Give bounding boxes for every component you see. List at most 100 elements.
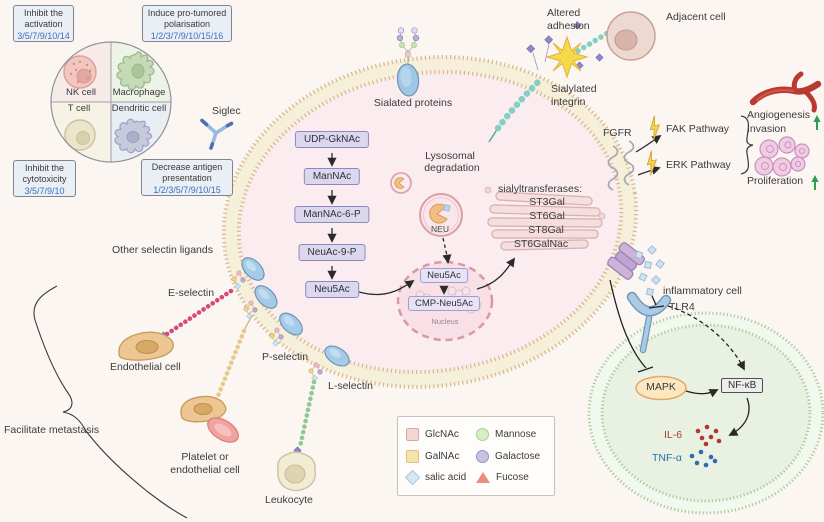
label-neu: NEU [431,224,449,234]
label-dendritic-cell: Dendritic cell [111,103,167,114]
l-selectin-chain [293,379,317,455]
label-sialyltransferases: sialyltransferases: [497,183,583,195]
legend-label: GlcNAc [425,429,459,441]
label-lysosomal: Lysosomal [425,150,475,162]
inflammation-arrows [609,279,750,436]
legend-label: GalNAc [425,450,460,462]
il6-dots [695,424,722,447]
label-leukocyte: Leukocyte [265,494,313,506]
label-proliferation: Proliferation [747,175,804,187]
up-arrow-icon [810,174,820,191]
label-st6gal: ST6Gal [529,210,565,222]
pathway-arrows [327,153,516,296]
box-decrease-antigen: Decrease antigen presentation 1/2/3/5/7/… [141,159,233,196]
glcnac-swatch-icon [406,428,419,442]
label-angiogenesis: Angiogenesis [747,109,811,121]
label-nk-cell: NK cell [65,87,97,98]
t-cell-icon [64,119,96,151]
legend-label: Galactose [495,450,541,462]
facilitate-metastasis-brace [33,285,188,519]
legend-item-galactose: Galactose [476,449,546,463]
legend-item-galnac: GalNAc [406,449,476,463]
label-adjacent-cell: Adjacent cell [666,11,726,23]
nk-cell-icon [63,55,97,89]
box-line: cytotoxicity [22,174,67,185]
label-e-selectin: E-selectin [168,287,215,299]
up-arrow-icon [812,114,822,131]
lysosome-icon [390,172,463,237]
released-sialic-squares [634,245,665,297]
label-l-selectin: L-selectin [328,380,373,392]
label-siglec: Siglec [212,105,241,117]
box-inhibit-activation: Inhibit the activation 3/5/7/9/10/14 [13,5,74,42]
adhesion-star-icon [545,35,589,79]
label-adhesion: adhesion [547,20,590,32]
lightning-bolt-icon [647,114,663,141]
box-references: 3/5/7/9/10/14 [17,30,70,41]
box-line: Inhibit the [24,163,65,173]
box-line: Decrease antigen [151,162,223,172]
tlr4-receptor-icon [626,291,672,354]
selectin-ligand-icons [231,257,350,382]
outcome-brace [740,115,754,175]
legend-item-salic-acid: salic acid [404,469,476,486]
legend-label: salic acid [425,471,467,483]
pathway-box-neuac9p: NeuAc-9-P [298,244,366,261]
blood-vessel-icon [749,71,822,113]
label-degradation: degradation [424,162,480,174]
label-tnfa: TNF-α [652,452,682,464]
pathway-box-neu5ac: Neu5Ac [305,281,359,298]
nucleus-box-cmp-neu5ac: CMP-Neu5Ac [407,296,481,311]
label-p-selectin: P-selectin [262,351,309,363]
label-macrophage: Macrophage [112,87,166,98]
box-line: Inhibit the [23,8,64,18]
golgi-apparatus-icon [484,186,606,251]
macrophage-icon [116,51,155,91]
glycan-tree-icon [396,27,420,58]
legend-item-mannose: Mannose [476,428,546,442]
pathway-box-mannac: ManNAc [303,168,361,185]
legend-item-fucose: Fucose [476,471,546,484]
galnac-swatch-icon [406,449,419,463]
nucleus-box-neu5ac: Neu5Ac [420,268,468,283]
legend-label: Fucose [496,471,529,483]
siglec-antibody-icon [200,118,234,150]
sialated-protein-icon [396,27,420,97]
label-platelet-or: Platelet or [181,451,229,463]
galactose-swatch-icon [476,449,489,463]
inflammatory-cell-body [587,311,824,515]
proliferation-cells-icon [754,136,810,177]
nfkb-box: NF-κB [721,378,764,393]
box-induce-polarisation: Induce pro-tumored polarisation 1/2/3/7/… [142,5,232,42]
box-references: 3/5/7/9/10 [24,185,65,196]
box-inhibit-cytotoxicity: Inhibit the cytotoxicity 3/5/7/9/10 [13,160,76,197]
dendritic-cell-icon [108,111,158,161]
label-sialylated: Sialylated [551,83,597,95]
box-line: Induce pro-tumored [147,8,227,18]
label-nucleus: Nucleus [431,317,459,326]
box-line: presentation [162,173,212,184]
sialic-acid-swatch-icon [404,469,421,486]
label-st8gal: ST8Gal [528,224,564,236]
label-erk-pathway: ERK Pathway [666,159,731,171]
mapk-ellipse [635,375,687,401]
box-references: 1/2/3/7/9/10/15/16 [150,30,224,41]
p-selectin-chain [209,315,253,408]
pathway-box-mannac6p: ManNAc-6-P [294,206,370,223]
box-line: activation [24,19,63,30]
label-t-cell: T cell [67,103,91,114]
label-st6galnac: ST6GalNac [513,238,569,250]
fgfr-arrows [635,134,662,176]
leukocyte-icon [276,451,317,492]
immune-cells-circle [50,41,172,163]
label-sialated-proteins: Sialated proteins [373,97,453,109]
label-il6: IL-6 [664,429,683,441]
glycan-legend: GlcNAc Mannose GalNAc Galactose salic ac… [397,416,555,496]
label-endothelial-cell: Endothelial cell [110,361,181,373]
label-facilitate-metastasis: Facilitate metastasis [4,424,100,436]
legend-label: Mannose [495,429,537,441]
label-tlr4: TLR4 [669,301,695,313]
fgfr-receptor-icon [607,140,635,191]
fucose-swatch-icon [476,471,490,483]
